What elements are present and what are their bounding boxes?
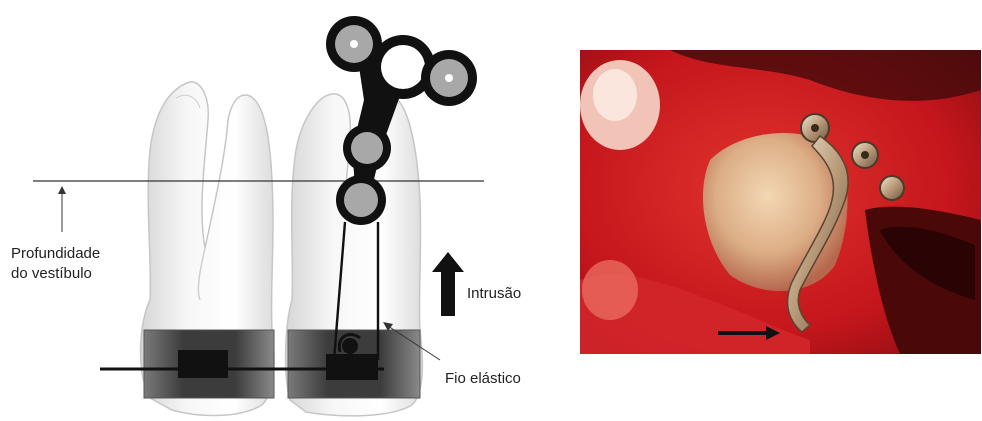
elastic-wire-label: Fio elástico <box>445 369 521 389</box>
vestibule-depth-label: Profundidade do vestíbulo <box>11 244 100 284</box>
intrusion-label: Intrusão <box>467 284 521 304</box>
intrusion-diagram <box>0 0 560 421</box>
vestibule-arrow <box>58 186 66 194</box>
intrusion-arrow <box>432 252 464 316</box>
clinical-photo <box>580 50 981 354</box>
left-bracket <box>178 350 228 378</box>
